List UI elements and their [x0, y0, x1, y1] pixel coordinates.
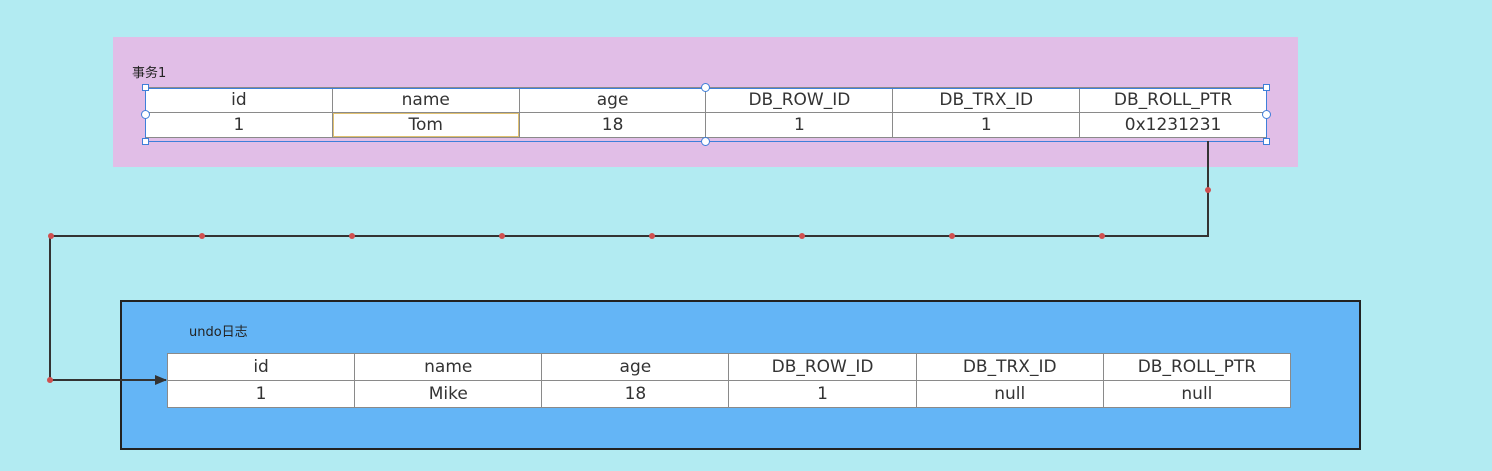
header-cell-name[interactable]: name: [331, 87, 520, 113]
undo-log-table[interactable]: id name age DB_ROW_ID DB_TRX_ID DB_ROLL_…: [166, 353, 1292, 408]
resize-handle-top-left[interactable]: [142, 84, 149, 91]
transaction-table[interactable]: id name age DB_ROW_ID DB_TRX_ID DB_ROLL_…: [145, 87, 1267, 138]
cell-db-row-id[interactable]: 1: [728, 380, 917, 408]
header-cell-db-roll-ptr[interactable]: DB_ROLL_PTR: [1079, 87, 1267, 113]
connector-waypoint: [1099, 233, 1105, 239]
header-cell-db-trx-id[interactable]: DB_TRX_ID: [892, 87, 1081, 113]
cell-id[interactable]: 1: [166, 380, 356, 408]
cell-age[interactable]: 18: [518, 112, 707, 138]
cell-name-text[interactable]: Tom: [408, 115, 443, 135]
connection-point-bottom[interactable]: [701, 137, 710, 146]
cell-name[interactable]: Mike: [354, 380, 543, 408]
connector-waypoint: [649, 233, 655, 239]
cell-db-trx-id[interactable]: null: [915, 380, 1104, 408]
header-cell-id[interactable]: id: [166, 353, 356, 381]
undo-log-title: undo日志: [189, 325, 248, 340]
connection-point-left[interactable]: [141, 110, 150, 119]
cell-id[interactable]: 1: [145, 112, 333, 138]
resize-handle-top-right[interactable]: [1263, 84, 1270, 91]
table-header-row: id name age DB_ROW_ID DB_TRX_ID DB_ROLL_…: [145, 87, 1267, 113]
header-cell-db-row-id[interactable]: DB_ROW_ID: [728, 353, 917, 381]
table-header-row: id name age DB_ROW_ID DB_TRX_ID DB_ROLL_…: [166, 353, 1292, 381]
cell-db-roll-ptr[interactable]: null: [1102, 380, 1292, 408]
connector-waypoint: [799, 233, 805, 239]
cell-db-roll-ptr[interactable]: 0x1231231: [1079, 112, 1267, 138]
cell-name-editing[interactable]: Tom: [331, 112, 520, 138]
connector-waypoint: [1205, 187, 1211, 193]
cell-db-row-id[interactable]: 1: [705, 112, 894, 138]
connector-waypoint: [48, 233, 54, 239]
header-cell-db-row-id[interactable]: DB_ROW_ID: [705, 87, 894, 113]
header-cell-age[interactable]: age: [541, 353, 730, 381]
table-row: 1 Tom 18 1 1 0x1231231: [145, 112, 1267, 138]
header-cell-age[interactable]: age: [518, 87, 707, 113]
connection-point-right[interactable]: [1262, 110, 1271, 119]
cell-db-trx-id[interactable]: 1: [892, 112, 1081, 138]
connection-point-top[interactable]: [701, 83, 710, 92]
table-row: 1 Mike 18 1 null null: [166, 380, 1292, 408]
header-cell-db-roll-ptr[interactable]: DB_ROLL_PTR: [1102, 353, 1292, 381]
transaction-panel[interactable]: 事务1 id name age DB_ROW_ID DB_TRX_ID DB_R…: [113, 37, 1298, 167]
connector-waypoint: [47, 377, 53, 383]
header-cell-name[interactable]: name: [354, 353, 543, 381]
resize-handle-bottom-left[interactable]: [142, 138, 149, 145]
connector-waypoint: [349, 233, 355, 239]
cell-age[interactable]: 18: [541, 380, 730, 408]
undo-log-panel[interactable]: undo日志 id name age DB_ROW_ID DB_TRX_ID D…: [120, 300, 1361, 450]
header-cell-db-trx-id[interactable]: DB_TRX_ID: [915, 353, 1104, 381]
header-cell-id[interactable]: id: [145, 87, 333, 113]
transaction-title: 事务1: [132, 66, 167, 81]
connector-waypoint: [499, 233, 505, 239]
connector-waypoint: [949, 233, 955, 239]
connector-waypoint: [199, 233, 205, 239]
resize-handle-bottom-right[interactable]: [1263, 138, 1270, 145]
